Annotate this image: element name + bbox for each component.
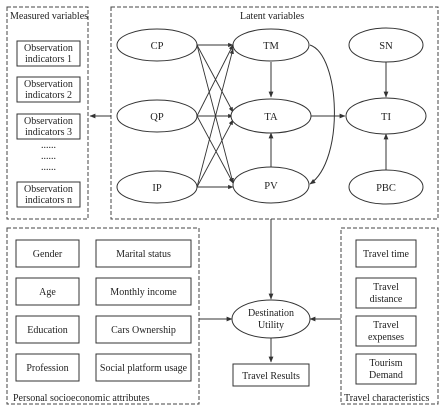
attr-marital-status-label: Marital status [116, 249, 171, 260]
measured-variables-group [6, 6, 89, 220]
attr-profession-label: Profession [26, 363, 68, 374]
indicator-3-line-1: Observation [24, 116, 73, 127]
indicator-box-n: Observation indicators n [16, 181, 81, 208]
ellipsis-3: ...... [41, 162, 56, 173]
indicator-box-1: Observation indicators 1 [16, 40, 81, 67]
indicator-2-line-2: indicators 2 [25, 90, 72, 101]
indicator-1-line-2: indicators 1 [25, 54, 72, 65]
travel-characteristics-group [340, 227, 439, 405]
attr-cars-ownership: Cars Ownership [95, 315, 192, 344]
attr-cars-ownership-label: Cars Ownership [111, 325, 176, 336]
destination-utility-node: Destination Utility [231, 299, 311, 339]
tourism-demand-line-2: Demand [369, 370, 403, 381]
tourism-demand-line-1: Tourism [369, 358, 402, 369]
attr-gender: Gender [15, 239, 80, 268]
node-pv-label: PV [264, 181, 278, 192]
destination-utility-line-1: Destination [248, 308, 294, 319]
travel-time-label: Travel time [363, 249, 410, 260]
attr-education: Education [15, 315, 80, 344]
ellipsis-2: ...... [41, 151, 56, 162]
attr-monthly-income: Monthly income [95, 277, 192, 306]
travel-results-box: Travel Results [232, 363, 310, 387]
attr-education-label: Education [27, 325, 68, 336]
node-pbc: PBC [348, 169, 424, 205]
node-qp-label: QP [150, 112, 164, 123]
latent-variables-group [110, 6, 439, 220]
attr-age: Age [15, 277, 80, 306]
node-tm: TM [232, 28, 310, 62]
node-ti: TI [345, 97, 427, 135]
attr-gender-label: Gender [33, 249, 63, 260]
node-ta: TA [230, 98, 312, 134]
travel-time: Travel time [355, 239, 417, 268]
indicator-n-line-2: indicators n [25, 195, 72, 206]
node-pv: PV [232, 166, 310, 204]
indicator-2-line-1: Observation [24, 79, 73, 90]
destination-utility-line-2: Utility [258, 320, 284, 331]
arrow-tm-to-pv-curve [309, 44, 335, 185]
node-ip: IP [116, 170, 198, 204]
attr-age-label: Age [39, 287, 56, 298]
travel-expenses: Travel expenses [355, 315, 417, 347]
latent-variables-title: Latent variables [240, 11, 304, 22]
node-ti-label: TI [381, 112, 391, 123]
latent-crossing-arrows [196, 42, 234, 190]
travel-distance: Travel distance [355, 277, 417, 309]
travel-expenses-line-1: Travel [373, 320, 399, 331]
ellipsis-1: ...... [41, 140, 56, 151]
node-sn-label: SN [379, 41, 393, 52]
travel-characteristics-title: Travel characteristics [344, 393, 430, 404]
attr-profession: Profession [15, 353, 80, 382]
indicator-1-line-1: Observation [24, 43, 73, 54]
tourism-demand: Tourism Demand [355, 353, 417, 385]
measured-variables-title: Measured variables [10, 11, 88, 22]
node-cp: CP [116, 28, 198, 62]
indicator-3-line-2: indicators 3 [25, 127, 72, 138]
attr-social-platform-usage-label: Social platform usage [100, 363, 188, 374]
indicator-box-3: Observation indicators 3 [16, 113, 81, 140]
travel-distance-line-2: distance [370, 294, 403, 305]
personal-attributes-title: Personal socioeconomic attributes [13, 393, 150, 404]
indicator-box-2: Observation indicators 2 [16, 76, 81, 103]
node-tm-label: TM [263, 41, 279, 52]
attr-social-platform-usage: Social platform usage [95, 353, 192, 382]
node-ip-label: IP [152, 183, 161, 194]
node-cp-label: CP [151, 41, 164, 52]
attr-monthly-income-label: Monthly income [110, 287, 177, 298]
node-ta-label: TA [264, 112, 278, 123]
node-qp: QP [116, 99, 198, 133]
travel-distance-line-1: Travel [373, 282, 399, 293]
attr-marital-status: Marital status [95, 239, 192, 268]
travel-expenses-line-2: expenses [368, 332, 404, 343]
travel-results-label: Travel Results [242, 371, 300, 382]
indicator-n-line-1: Observation [24, 184, 73, 195]
node-sn: SN [348, 27, 424, 63]
node-pbc-label: PBC [376, 183, 396, 194]
personal-attributes-group [6, 227, 200, 405]
